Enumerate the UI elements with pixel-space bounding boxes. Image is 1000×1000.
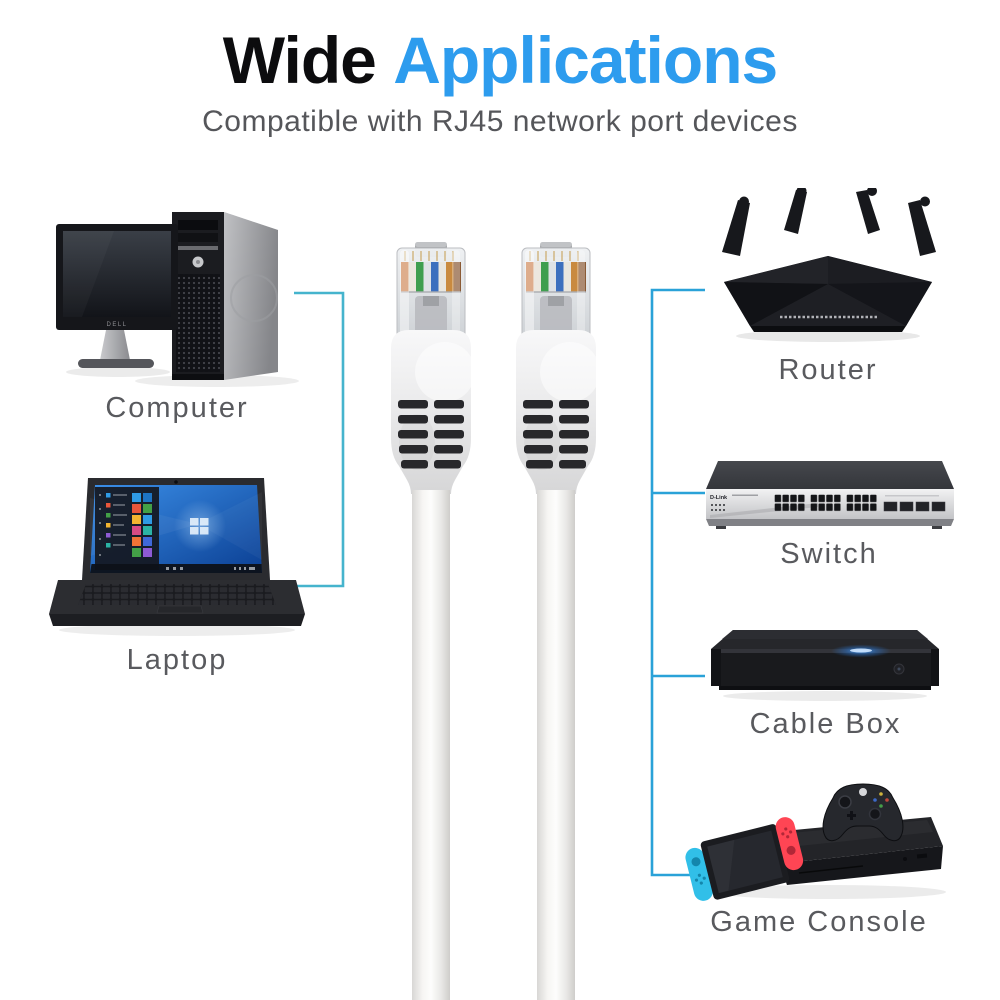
start-menu-tiles bbox=[132, 493, 152, 557]
title-black: Wide bbox=[222, 23, 377, 97]
switch-port-group bbox=[846, 494, 878, 512]
header: Wide Applications Compatible with RJ45 n… bbox=[0, 24, 1000, 139]
strain-relief-boot bbox=[516, 330, 600, 494]
router-label: Router bbox=[778, 354, 878, 386]
switch-port-group bbox=[810, 494, 842, 512]
computer-label: Computer bbox=[105, 392, 249, 424]
game-console-icon bbox=[685, 783, 946, 901]
page-title: Wide Applications bbox=[0, 24, 1000, 97]
device-computer: DELL Computer bbox=[52, 206, 302, 425]
wire-colors bbox=[526, 262, 586, 292]
rj45-cable-right bbox=[510, 242, 602, 1000]
router-icon bbox=[722, 188, 936, 342]
device-router: Router bbox=[692, 188, 964, 387]
switch-brand-text: D-Link bbox=[710, 495, 728, 501]
laptop-icon bbox=[49, 478, 305, 636]
switch-icon: D-Link bbox=[706, 461, 954, 529]
device-game-console: Game Console bbox=[683, 770, 955, 939]
cable-body bbox=[412, 490, 450, 1000]
rj45-cable-left bbox=[385, 242, 477, 1000]
cable-box-icon bbox=[711, 630, 939, 701]
xbox-controller-icon bbox=[822, 783, 904, 842]
switch-label: Switch bbox=[780, 538, 878, 570]
cable-box-label: Cable Box bbox=[749, 708, 902, 740]
game-console-label: Game Console bbox=[710, 906, 928, 938]
wire-colors bbox=[401, 262, 461, 292]
switch-sfp-ports bbox=[883, 501, 946, 512]
switch-port-group bbox=[774, 494, 806, 512]
nintendo-switch-icon bbox=[685, 817, 804, 901]
device-laptop: Laptop bbox=[48, 476, 306, 677]
laptop-label: Laptop bbox=[126, 644, 228, 676]
router-antennas bbox=[722, 188, 936, 256]
rj45-connector-icon bbox=[391, 242, 475, 1000]
rj45-connector-icon bbox=[516, 242, 600, 1000]
strain-relief-boot bbox=[391, 330, 475, 494]
computer-icon: DELL bbox=[56, 212, 299, 387]
right-bracket-line bbox=[650, 288, 705, 877]
device-switch: D-Link Switch bbox=[696, 458, 962, 571]
monitor-brand-text: DELL bbox=[106, 322, 127, 328]
cable-body bbox=[537, 490, 575, 1000]
left-bracket-line bbox=[294, 291, 345, 588]
rj45-plug bbox=[521, 242, 591, 341]
page-subtitle: Compatible with RJ45 network port device… bbox=[202, 104, 798, 138]
device-cable-box: Cable Box bbox=[703, 620, 948, 741]
title-blue: Applications bbox=[393, 23, 778, 97]
windows-logo-icon bbox=[190, 518, 209, 535]
rj45-plug bbox=[396, 242, 466, 341]
